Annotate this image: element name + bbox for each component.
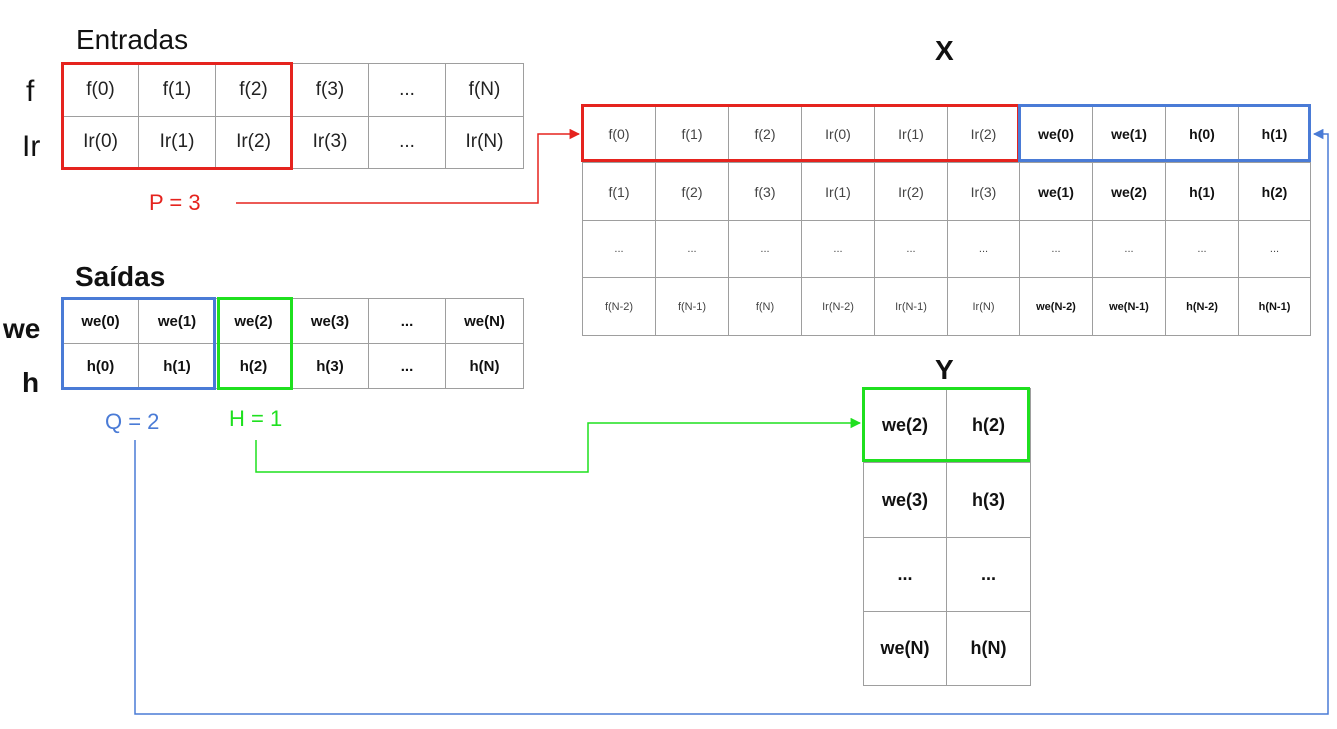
table-cell: f(2) [655, 162, 729, 221]
row-label-f: f [26, 75, 35, 108]
table-cell: ... [728, 220, 802, 278]
table-cell: h(1) [138, 343, 216, 389]
table-cell: Ir(N-1) [874, 277, 948, 336]
table-cell: f(N-1) [655, 277, 729, 336]
table-cell: Ir(1) [138, 115, 216, 169]
table-cell: Ir(N-2) [801, 277, 875, 336]
table-cell: we(N-2) [1019, 277, 1093, 336]
table-cell: we(3) [863, 462, 947, 538]
table-cell: we(1) [1092, 105, 1166, 163]
x-matrix-table: f(0) f(1) f(2) Ir(0) Ir(1) Ir(2) we(0) w… [582, 105, 1311, 336]
table-cell: ... [368, 115, 446, 169]
table-cell: ... [946, 537, 1031, 612]
table-row: h(0) h(1) h(2) h(3) ... h(N) [62, 343, 524, 389]
table-cell: ... [1019, 220, 1093, 278]
table-cell: ... [655, 220, 729, 278]
table-cell: we(0) [62, 298, 139, 344]
q-label: Q = 2 [105, 409, 160, 434]
table-row: we(N) h(N) [863, 611, 1031, 686]
table-cell: h(3) [946, 462, 1031, 538]
table-cell: h(N-1) [1238, 277, 1311, 336]
table-cell: ... [368, 343, 446, 389]
entradas-title: Entradas [76, 24, 189, 55]
row-label-h: h [22, 367, 40, 398]
y-matrix-table: we(2) h(2) we(3) h(3) ... ... we(N) h(N) [863, 388, 1031, 686]
table-row: f(0) f(1) f(2) Ir(0) Ir(1) Ir(2) we(0) w… [582, 105, 1311, 163]
table-cell: h(3) [291, 343, 369, 389]
table-cell: ... [863, 537, 947, 612]
table-cell: Ir(2) [947, 105, 1020, 163]
table-row: f(1) f(2) f(3) Ir(1) Ir(2) Ir(3) we(1) w… [582, 162, 1311, 221]
row-label-ir: Ir [22, 130, 41, 163]
table-cell: h(2) [946, 388, 1031, 463]
table-cell: f(N) [728, 277, 802, 336]
table-cell: Ir(3) [291, 115, 369, 169]
table-row: f(N-2) f(N-1) f(N) Ir(N-2) Ir(N-1) Ir(N)… [582, 277, 1311, 336]
table-cell: Ir(1) [801, 162, 875, 221]
table-row: we(2) h(2) [863, 388, 1031, 463]
table-cell: we(0) [1019, 105, 1093, 163]
table-cell: Ir(0) [801, 105, 875, 163]
table-cell: f(3) [291, 63, 369, 117]
outputs-to-x-arrow [134, 128, 1329, 715]
table-cell: h(N) [445, 343, 524, 389]
table-cell: Ir(N) [445, 115, 524, 169]
table-cell: we(N) [863, 611, 947, 686]
table-cell: h(1) [1165, 162, 1239, 221]
table-cell: we(1) [138, 298, 216, 344]
table-cell: ... [1092, 220, 1166, 278]
table-cell: we(3) [291, 298, 369, 344]
table-cell: f(N-2) [582, 277, 656, 336]
x-matrix-title: X [935, 35, 954, 66]
horizon-to-y-arrow [255, 417, 862, 473]
table-row: ... ... ... ... ... ... ... ... ... ... [582, 220, 1311, 278]
row-label-we: we [3, 313, 41, 344]
table-cell: h(0) [1165, 105, 1239, 163]
table-cell: f(1) [655, 105, 729, 163]
table-cell: h(2) [1238, 162, 1311, 221]
saidas-table: we(0) we(1) we(2) we(3) ... we(N) h(0) h… [62, 298, 524, 389]
table-cell: Ir(3) [947, 162, 1020, 221]
inputs-to-x-arrow [236, 128, 581, 204]
h-label: H = 1 [229, 406, 283, 431]
table-cell: ... [1165, 220, 1239, 278]
table-row: Ir(0) Ir(1) Ir(2) Ir(3) ... Ir(N) [62, 115, 524, 169]
table-cell: h(N-2) [1165, 277, 1239, 336]
table-cell: h(N) [946, 611, 1031, 686]
p-label: P = 3 [149, 190, 201, 215]
saidas-title: Saídas [75, 261, 166, 292]
entradas-table: f(0) f(1) f(2) f(3) ... f(N) Ir(0) Ir(1)… [62, 63, 524, 169]
table-cell: Ir(N) [947, 277, 1020, 336]
table-row: ... ... [863, 537, 1031, 612]
table-row: we(3) h(3) [863, 462, 1031, 538]
table-cell: Ir(0) [62, 115, 139, 169]
table-cell: ... [947, 220, 1020, 278]
table-cell: Ir(2) [874, 162, 948, 221]
table-cell: we(2) [1092, 162, 1166, 221]
y-matrix-title: Y [935, 354, 954, 385]
table-cell: ... [582, 220, 656, 278]
table-cell: f(1) [582, 162, 656, 221]
